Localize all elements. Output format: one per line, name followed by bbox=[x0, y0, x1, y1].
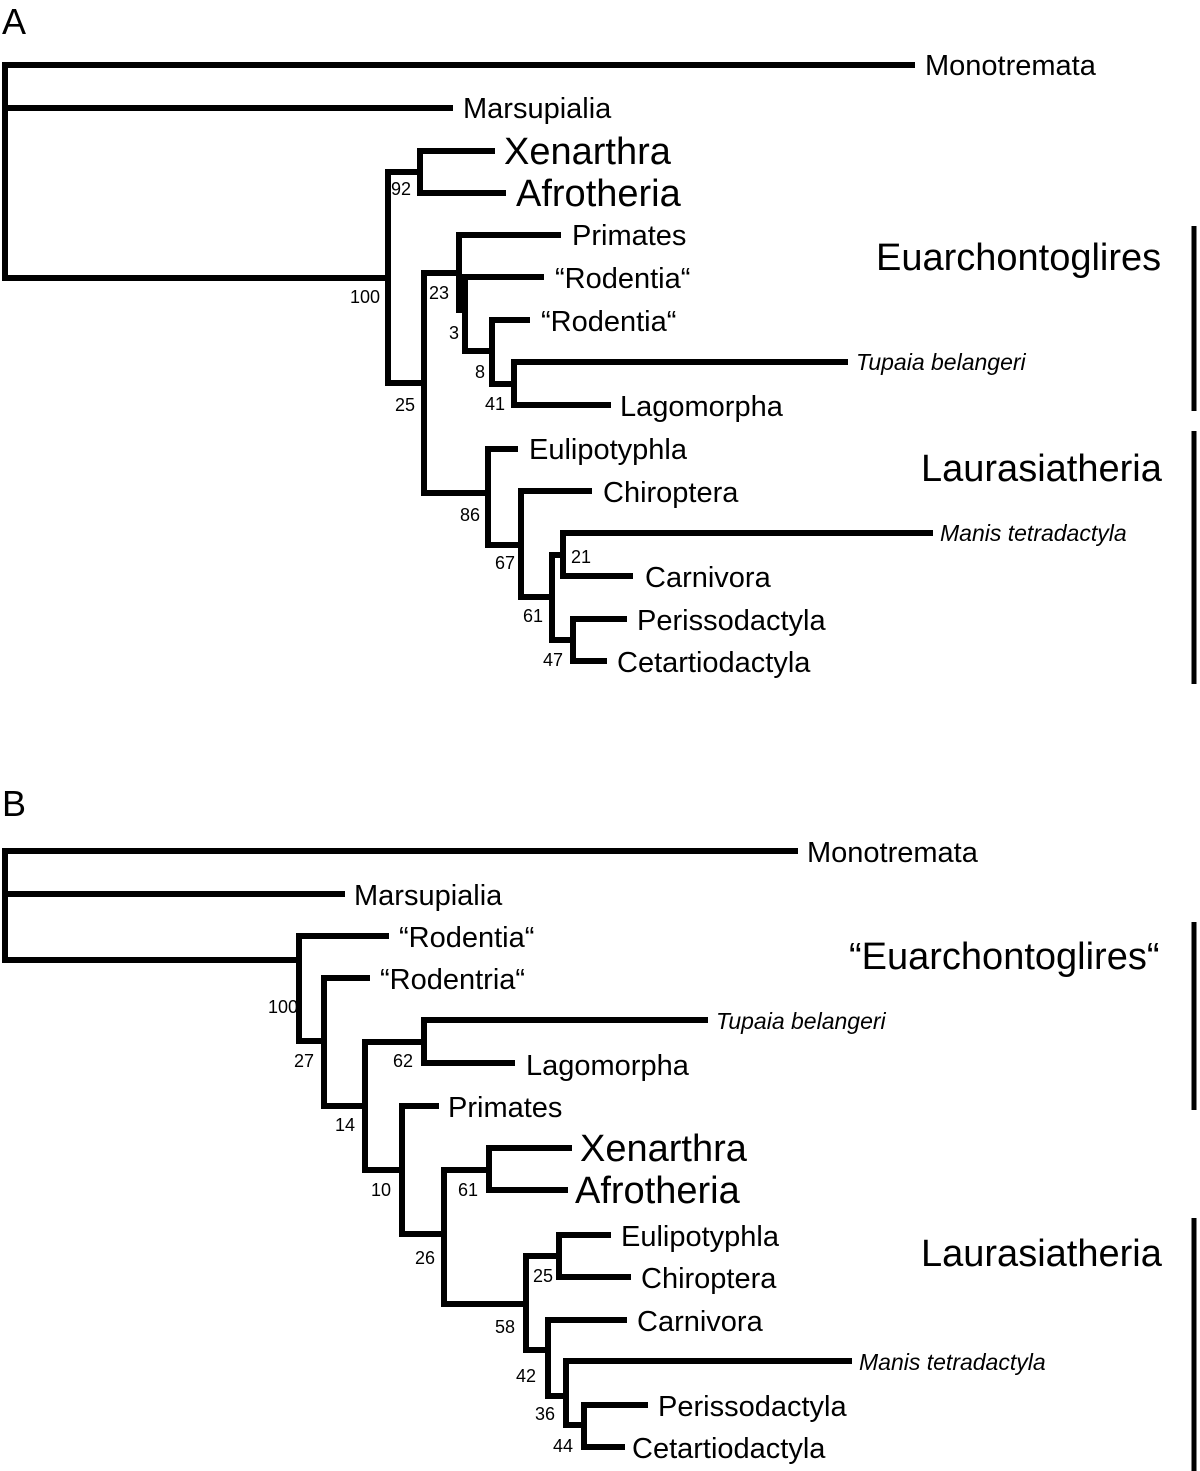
support-a-47: 47 bbox=[543, 650, 563, 670]
support-b-62: 62 bbox=[393, 1051, 413, 1071]
support-a-67: 67 bbox=[495, 553, 515, 573]
support-b-42: 42 bbox=[516, 1366, 536, 1386]
clade-b-laurasiatheria: Laurasiatheria bbox=[921, 1233, 1163, 1275]
support-a-23: 23 bbox=[429, 283, 449, 303]
support-a-86: 86 bbox=[460, 505, 480, 525]
support-a-41: 41 bbox=[485, 394, 505, 414]
taxon-a-lagomorpha: Lagomorpha bbox=[620, 391, 784, 423]
taxon-b-manis: Manis tetradactyla bbox=[859, 1349, 1046, 1375]
taxon-a-cetartiodactyla: Cetartiodactyla bbox=[617, 647, 811, 679]
support-b-25: 25 bbox=[533, 1266, 553, 1286]
panel-a-letter: A bbox=[2, 1, 26, 42]
panel-b: B bbox=[2, 783, 1197, 1471]
taxon-a-manis: Manis tetradactyla bbox=[940, 520, 1127, 546]
taxon-b-rodentria: “Rodentria“ bbox=[380, 964, 525, 996]
support-b-36: 36 bbox=[535, 1404, 555, 1424]
taxon-a-tupaia: Tupaia belangeri bbox=[856, 349, 1027, 375]
taxon-a-afrotheria: Afrotheria bbox=[516, 173, 682, 215]
support-a-25: 25 bbox=[395, 395, 415, 415]
taxon-a-eulipotyphla: Eulipotyphla bbox=[529, 434, 688, 466]
taxon-a-rodentia-2: “Rodentia“ bbox=[541, 306, 676, 338]
support-a-3: 3 bbox=[449, 323, 459, 343]
support-b-27: 27 bbox=[294, 1051, 314, 1071]
taxon-b-rodentia: “Rodentia“ bbox=[399, 922, 534, 954]
taxon-b-cetartiodactyla: Cetartiodactyla bbox=[632, 1433, 826, 1465]
support-a-92: 92 bbox=[391, 179, 411, 199]
support-a-21: 21 bbox=[571, 547, 591, 567]
support-b-61: 61 bbox=[458, 1180, 478, 1200]
clade-b-euarchontoglires: “Euarchontoglires“ bbox=[849, 936, 1159, 978]
taxon-a-perissodactyla: Perissodactyla bbox=[637, 605, 826, 637]
panel-a-branches bbox=[2, 62, 933, 664]
taxon-b-xenarthra: Xenarthra bbox=[580, 1128, 748, 1170]
panel-b-branches bbox=[2, 848, 852, 1450]
taxon-a-monotremata: Monotremata bbox=[925, 50, 1097, 82]
support-a-8: 8 bbox=[475, 362, 485, 382]
taxon-b-eulipotyphla: Eulipotyphla bbox=[621, 1221, 780, 1253]
support-b-44: 44 bbox=[553, 1436, 573, 1456]
clade-a-euarchontoglires: Euarchontoglires bbox=[876, 237, 1161, 279]
support-b-26: 26 bbox=[415, 1248, 435, 1268]
support-a-61: 61 bbox=[523, 606, 543, 626]
taxon-a-primates: Primates bbox=[572, 220, 686, 252]
taxon-b-monotremata: Monotremata bbox=[807, 837, 979, 869]
taxon-a-xenarthra: Xenarthra bbox=[504, 131, 672, 173]
taxon-a-marsupialia: Marsupialia bbox=[463, 93, 612, 125]
taxon-b-chiroptera: Chiroptera bbox=[641, 1263, 777, 1295]
support-b-58: 58 bbox=[495, 1317, 515, 1337]
taxon-b-perissodactyla: Perissodactyla bbox=[658, 1391, 847, 1423]
taxon-b-marsupialia: Marsupialia bbox=[354, 880, 503, 912]
taxon-b-afrotheria: Afrotheria bbox=[575, 1170, 741, 1212]
support-b-10: 10 bbox=[371, 1180, 391, 1200]
taxon-b-tupaia: Tupaia belangeri bbox=[716, 1008, 887, 1034]
support-a-100: 100 bbox=[350, 287, 380, 307]
taxon-b-primates: Primates bbox=[448, 1092, 562, 1124]
taxon-b-lagomorpha: Lagomorpha bbox=[526, 1050, 690, 1082]
taxon-a-rodentia-1: “Rodentia“ bbox=[555, 263, 690, 295]
support-b-100: 100 bbox=[268, 997, 298, 1017]
taxon-b-carnivora: Carnivora bbox=[637, 1306, 764, 1338]
panel-a: A bbox=[2, 1, 1197, 684]
taxon-a-chiroptera: Chiroptera bbox=[603, 477, 739, 509]
panel-b-letter: B bbox=[2, 783, 26, 824]
clade-a-laurasiatheria: Laurasiatheria bbox=[921, 448, 1163, 490]
support-b-14: 14 bbox=[335, 1115, 355, 1135]
taxon-a-carnivora: Carnivora bbox=[645, 562, 772, 594]
